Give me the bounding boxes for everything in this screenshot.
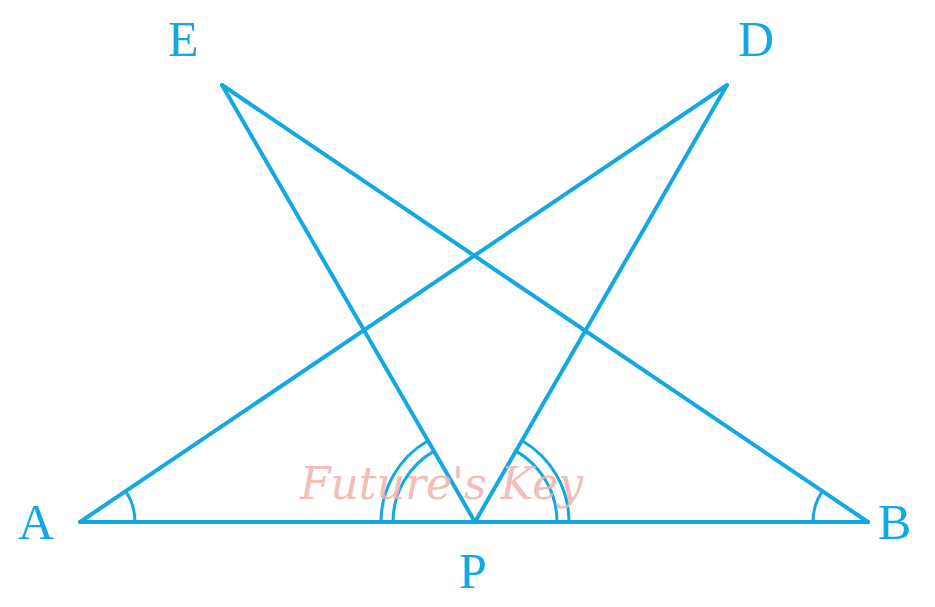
point-label: D: [738, 14, 774, 64]
segment-ad: [80, 85, 727, 522]
point-label: B: [878, 497, 911, 547]
segments: [80, 85, 868, 522]
segment-pe: [222, 85, 475, 522]
segment-be: [222, 85, 868, 522]
point-label: A: [18, 497, 54, 547]
angle-arc-a: [126, 491, 135, 522]
watermark: Future's Key: [300, 462, 583, 506]
segment-pd: [475, 85, 727, 522]
angle-marks: [126, 441, 823, 522]
point-label: E: [168, 14, 199, 64]
point-label: P: [459, 546, 487, 596]
angle-arc-b: [813, 491, 822, 522]
